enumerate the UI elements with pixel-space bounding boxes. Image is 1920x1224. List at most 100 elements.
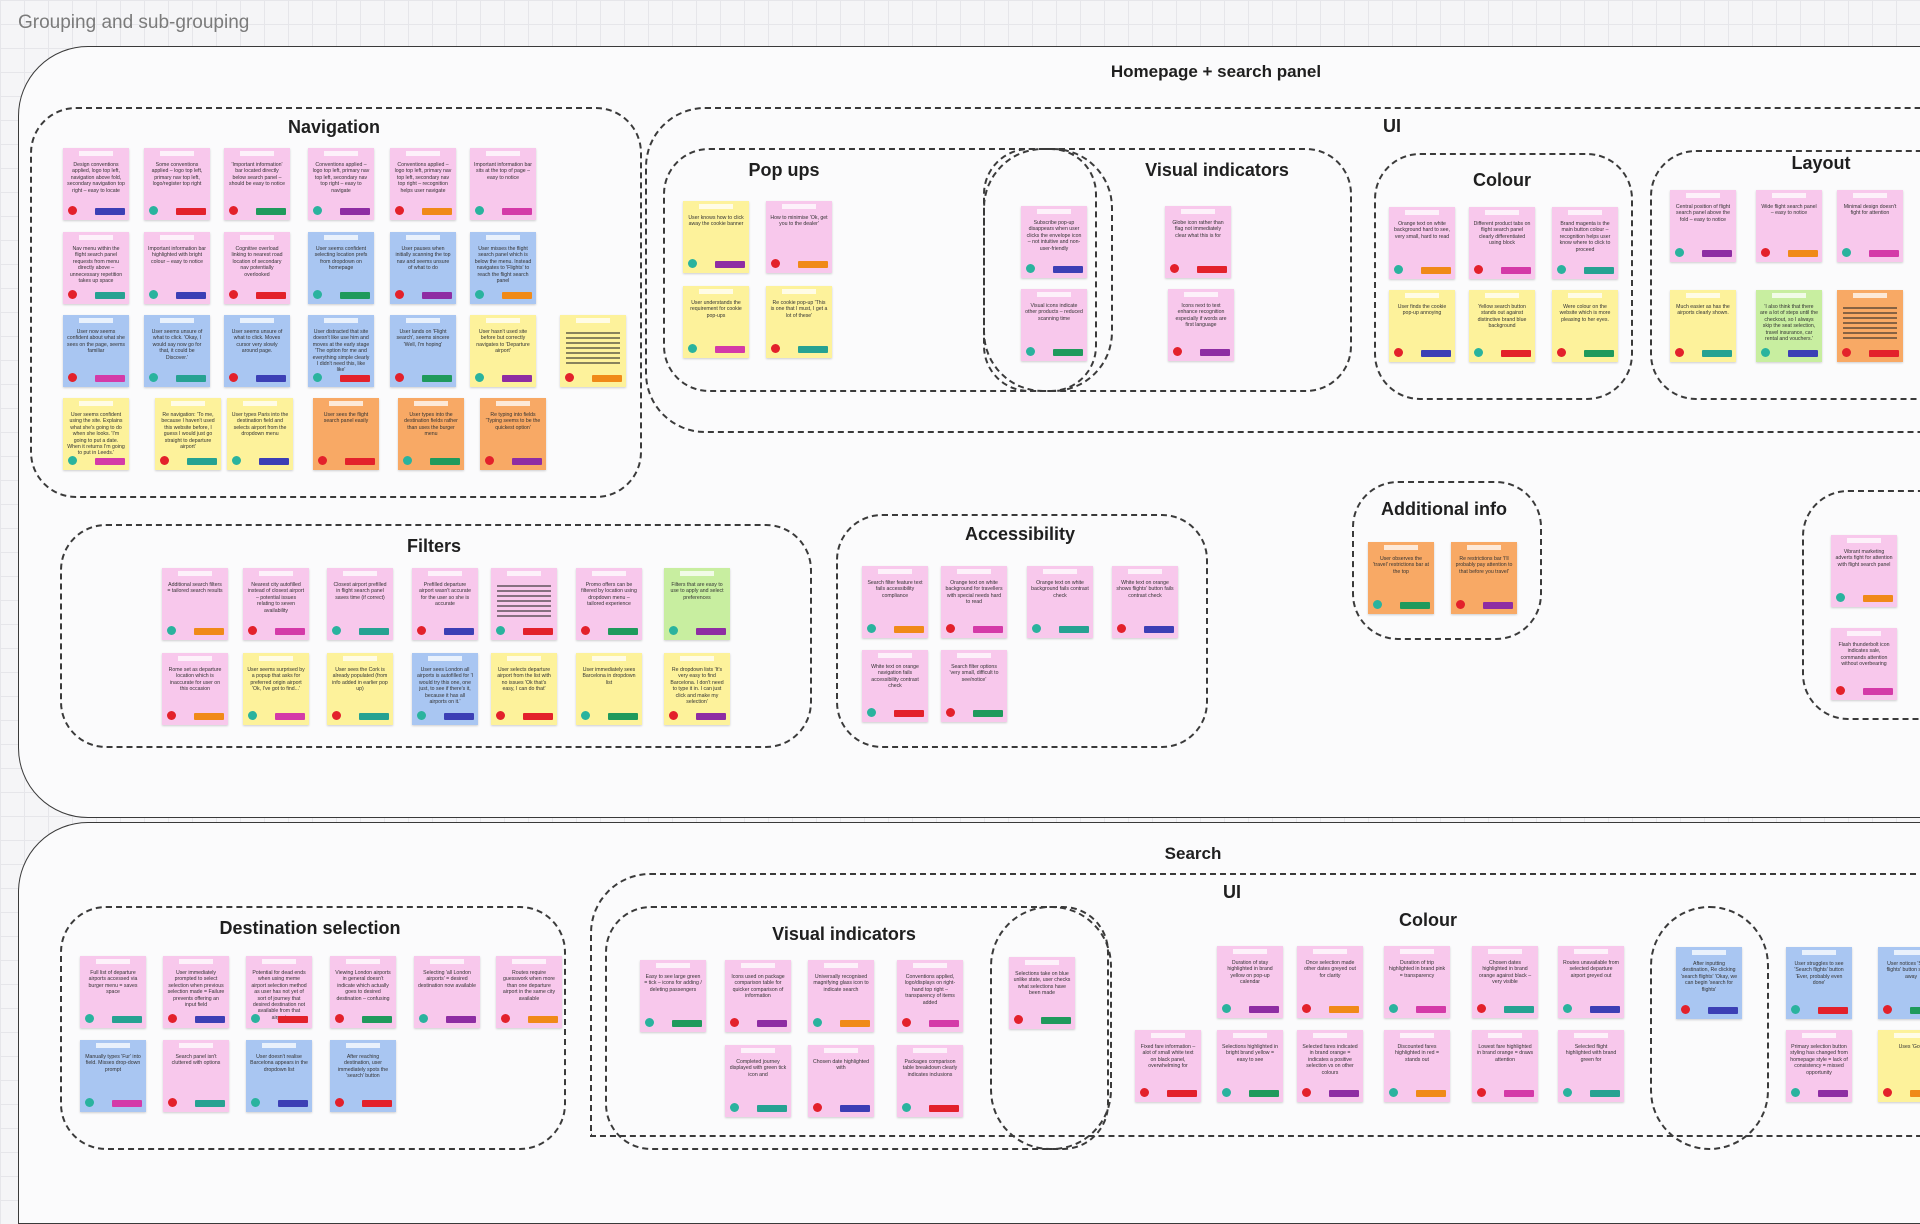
- sticky-note-nav[interactable]: User sees the flight search panel easily: [313, 398, 379, 470]
- sticky-note-scolour[interactable]: Once selection made other dates greyed o…: [1297, 946, 1363, 1018]
- sticky-note-nav[interactable]: Important information bar sits at the to…: [470, 148, 536, 220]
- sticky-note-sright[interactable]: Primary selection button styling has cha…: [1786, 1030, 1852, 1102]
- group-search-right-partial[interactable]: [1650, 906, 1769, 1150]
- sticky-note-dest[interactable]: Routes require guesswork when more than …: [496, 956, 562, 1028]
- group-colour[interactable]: [1374, 153, 1633, 400]
- sticky-note-nav[interactable]: User types into the destination fields r…: [398, 398, 464, 470]
- sticky-note-svis[interactable]: Packages comparison table breakdown clea…: [897, 1045, 963, 1117]
- sticky-note-scolour[interactable]: Selected fares indicated in brand orange…: [1297, 1030, 1363, 1102]
- group-navigation[interactable]: [30, 107, 642, 498]
- sticky-note-colour[interactable]: User finds the cookie pop-up annoying: [1389, 290, 1455, 362]
- sticky-note-nav[interactable]: Re typing into fields 'Typing seems to b…: [480, 398, 546, 470]
- sticky-note-nav[interactable]: Conventions applied – logo top left, pri…: [308, 148, 374, 220]
- sticky-note-nav[interactable]: Cognitive overload linking to nearest ro…: [224, 232, 290, 304]
- sticky-note-svis[interactable]: Chosen date highlighted with: [808, 1045, 874, 1117]
- sticky-note-access[interactable]: White text on orange navigation fails ac…: [862, 650, 928, 722]
- sticky-note-filters[interactable]: Closest airport prefilled in flight sear…: [327, 568, 393, 640]
- sticky-note-filters[interactable]: Nearest city autofilled instead of close…: [243, 568, 309, 640]
- sticky-note-svis[interactable]: Easy to see large green = tick – icons f…: [640, 960, 706, 1032]
- sticky-note-scolour[interactable]: Discounted fares highlighted in red = st…: [1384, 1030, 1450, 1102]
- sticky-note-nav[interactable]: Nav menu within the flight search panel …: [63, 232, 129, 304]
- sticky-note-scolour[interactable]: Duration of trip highlighted in brand pi…: [1384, 946, 1450, 1018]
- sticky-note-dest[interactable]: After reaching destination, user immedia…: [330, 1040, 396, 1112]
- sticky-note-nav[interactable]: [560, 315, 626, 387]
- sticky-note-filters[interactable]: Promo offers can be filtered by location…: [576, 568, 642, 640]
- sticky-note-nav[interactable]: Some conventions applied – logo top left…: [144, 148, 210, 220]
- sticky-note-colour[interactable]: Were colour on the website which is more…: [1552, 290, 1618, 362]
- group-layout[interactable]: [1650, 150, 1920, 400]
- group-ui[interactable]: [645, 107, 1920, 433]
- sticky-note-nav[interactable]: User hasn't used site before but correct…: [470, 315, 536, 387]
- sticky-note-svis[interactable]: Conventions applied, logo/displays on ri…: [897, 960, 963, 1032]
- sticky-note-filters[interactable]: User sees London all airports is autofil…: [412, 653, 478, 725]
- group-popups[interactable]: [663, 148, 1097, 392]
- sticky-note-sright[interactable]: User notices 'Search flights' button str…: [1878, 947, 1920, 1019]
- sticky-note-filters[interactable]: User seems surprised by a popup that ask…: [243, 653, 309, 725]
- sticky-note-nav[interactable]: User now seems confident about what she …: [63, 315, 129, 387]
- sticky-note-scolour[interactable]: Selections highlighted in bright brand y…: [1217, 1030, 1283, 1102]
- sticky-note-access[interactable]: Orange text on white background fails co…: [1027, 566, 1093, 638]
- sticky-note-nav[interactable]: 'Important information' bar located dire…: [224, 148, 290, 220]
- sticky-note-scolour[interactable]: Chosen dates highlighted in brand orange…: [1472, 946, 1538, 1018]
- sticky-note-colour[interactable]: Orange text on white background hard to …: [1389, 207, 1455, 279]
- sticky-note-nav[interactable]: Re navigation: 'To me, because I haven't…: [155, 398, 221, 470]
- sticky-note-filters[interactable]: User sees the Cork is already populated …: [327, 653, 393, 725]
- sticky-note-filters[interactable]: Re dropdown lists 'It's very easy to fin…: [664, 653, 730, 725]
- sticky-note-scolour[interactable]: Selected flight highlighted with brand g…: [1558, 1030, 1624, 1102]
- sticky-note-access[interactable]: White text on orange shows flights' butt…: [1112, 566, 1178, 638]
- sticky-note-layout[interactable]: Wide flight search panel – easy to notic…: [1756, 190, 1822, 262]
- sticky-note-dest[interactable]: Manually types 'Fur' into field. Misses …: [80, 1040, 146, 1112]
- sticky-note-filters[interactable]: User immediately sees Barcelona in dropd…: [576, 653, 642, 725]
- sticky-note-layout[interactable]: Minimal design doesn't fight for attenti…: [1837, 190, 1903, 262]
- sticky-note-nav[interactable]: User seems confident selecting location …: [308, 232, 374, 304]
- sticky-note-svis[interactable]: Universally recognised magnifying glass …: [808, 960, 874, 1032]
- sticky-note-svis[interactable]: Completed journey displayed with green t…: [725, 1045, 791, 1117]
- sticky-note-dest[interactable]: Full list of departure airports accessed…: [80, 956, 146, 1028]
- group-accessibility[interactable]: [836, 514, 1208, 748]
- sticky-note-colour[interactable]: Yellow search button stands out against …: [1469, 290, 1535, 362]
- sticky-note-scolour[interactable]: Routes unavailable from selected departu…: [1558, 946, 1624, 1018]
- sticky-note-dest[interactable]: Viewing London airports in general doesn…: [330, 956, 396, 1028]
- sticky-note-right[interactable]: Flash thunderbolt icon indicates sale, c…: [1831, 628, 1897, 700]
- sticky-note-right[interactable]: Vibrant marketing adverts fight for atte…: [1831, 535, 1897, 607]
- sticky-note-access[interactable]: Search filter feature text fails accessi…: [862, 566, 928, 638]
- sticky-note-nav[interactable]: User pauses when initially scanning the …: [390, 232, 456, 304]
- sticky-note-dest[interactable]: User doesn't realise Barcelona appears i…: [246, 1040, 312, 1112]
- sticky-note-filters[interactable]: Filters that are easy to use to apply an…: [664, 568, 730, 640]
- sticky-note-layout[interactable]: [1837, 290, 1903, 362]
- sticky-note-nav[interactable]: User types Paris into the destination fi…: [227, 398, 293, 470]
- sticky-note-nav[interactable]: User distracted that site doesn't like u…: [308, 315, 374, 387]
- sticky-note-colour[interactable]: Brand magenta is the main button colour …: [1552, 207, 1618, 279]
- sticky-note-sright[interactable]: Uses 'Gov': [1878, 1030, 1920, 1102]
- sticky-note-popups[interactable]: How to minimise 'Ok, get you to the deal…: [766, 201, 832, 273]
- sticky-note-vis[interactable]: Icons next to text enhance recognition e…: [1168, 289, 1234, 361]
- sticky-note-scolour[interactable]: Lowest fare highlighted in brand orange …: [1472, 1030, 1538, 1102]
- sticky-note-nav[interactable]: User seems unsure of what to click. Move…: [224, 315, 290, 387]
- sticky-note-sright[interactable]: After inputting destination, Re clicking…: [1676, 947, 1742, 1019]
- sticky-note-access[interactable]: Orange text on white background for trav…: [941, 566, 1007, 638]
- sticky-note-nav[interactable]: User misses the flight search panel whic…: [470, 232, 536, 304]
- sticky-note-addinfo[interactable]: Re restrictions bar 'I'll probably pay a…: [1451, 542, 1517, 614]
- sticky-note-vis[interactable]: Globe icon rather than flag not immediat…: [1165, 206, 1231, 278]
- sticky-note-layout[interactable]: Central position of flight search panel …: [1670, 190, 1736, 262]
- sticky-note-svis[interactable]: Selections take on blue unlike state, us…: [1009, 957, 1075, 1029]
- sticky-note-dest[interactable]: Search panel isn't cluttered with option…: [163, 1040, 229, 1112]
- sticky-note-dest[interactable]: User immediately prompted to select sele…: [163, 956, 229, 1028]
- sticky-note-dest[interactable]: Selecting 'all London airports' = desire…: [414, 956, 480, 1028]
- sticky-note-filters[interactable]: Additional search filters = tailored sea…: [162, 568, 228, 640]
- sticky-note-layout[interactable]: 'I also think that there are a lot of st…: [1756, 290, 1822, 362]
- sticky-note-filters[interactable]: User selects departure airport from the …: [491, 653, 557, 725]
- sticky-note-scolour[interactable]: Fixed fare information – alot of small w…: [1135, 1030, 1201, 1102]
- sticky-note-nav[interactable]: User seems unsure of what to click. 'Oka…: [144, 315, 210, 387]
- sticky-note-nav[interactable]: Design conventions applied, logo top lef…: [63, 148, 129, 220]
- sticky-note-nav[interactable]: Conventions applied – logo top left, pri…: [390, 148, 456, 220]
- sticky-note-colour[interactable]: Different product tabs on flight search …: [1469, 207, 1535, 279]
- sticky-note-filters[interactable]: [491, 568, 557, 640]
- sticky-note-filters[interactable]: Prefilled departure airport wasn't accur…: [412, 568, 478, 640]
- group-destination-selection[interactable]: [60, 906, 566, 1150]
- sticky-note-dest[interactable]: Potential for dead ends when using meme …: [246, 956, 312, 1028]
- group-filters[interactable]: [60, 524, 812, 748]
- sticky-note-access[interactable]: Search filter options 'very small, diffi…: [941, 650, 1007, 722]
- sticky-note-popups[interactable]: User knows how to click away the cookie …: [683, 201, 749, 273]
- sticky-note-scolour[interactable]: Duration of stay highlighted in brand ye…: [1217, 946, 1283, 1018]
